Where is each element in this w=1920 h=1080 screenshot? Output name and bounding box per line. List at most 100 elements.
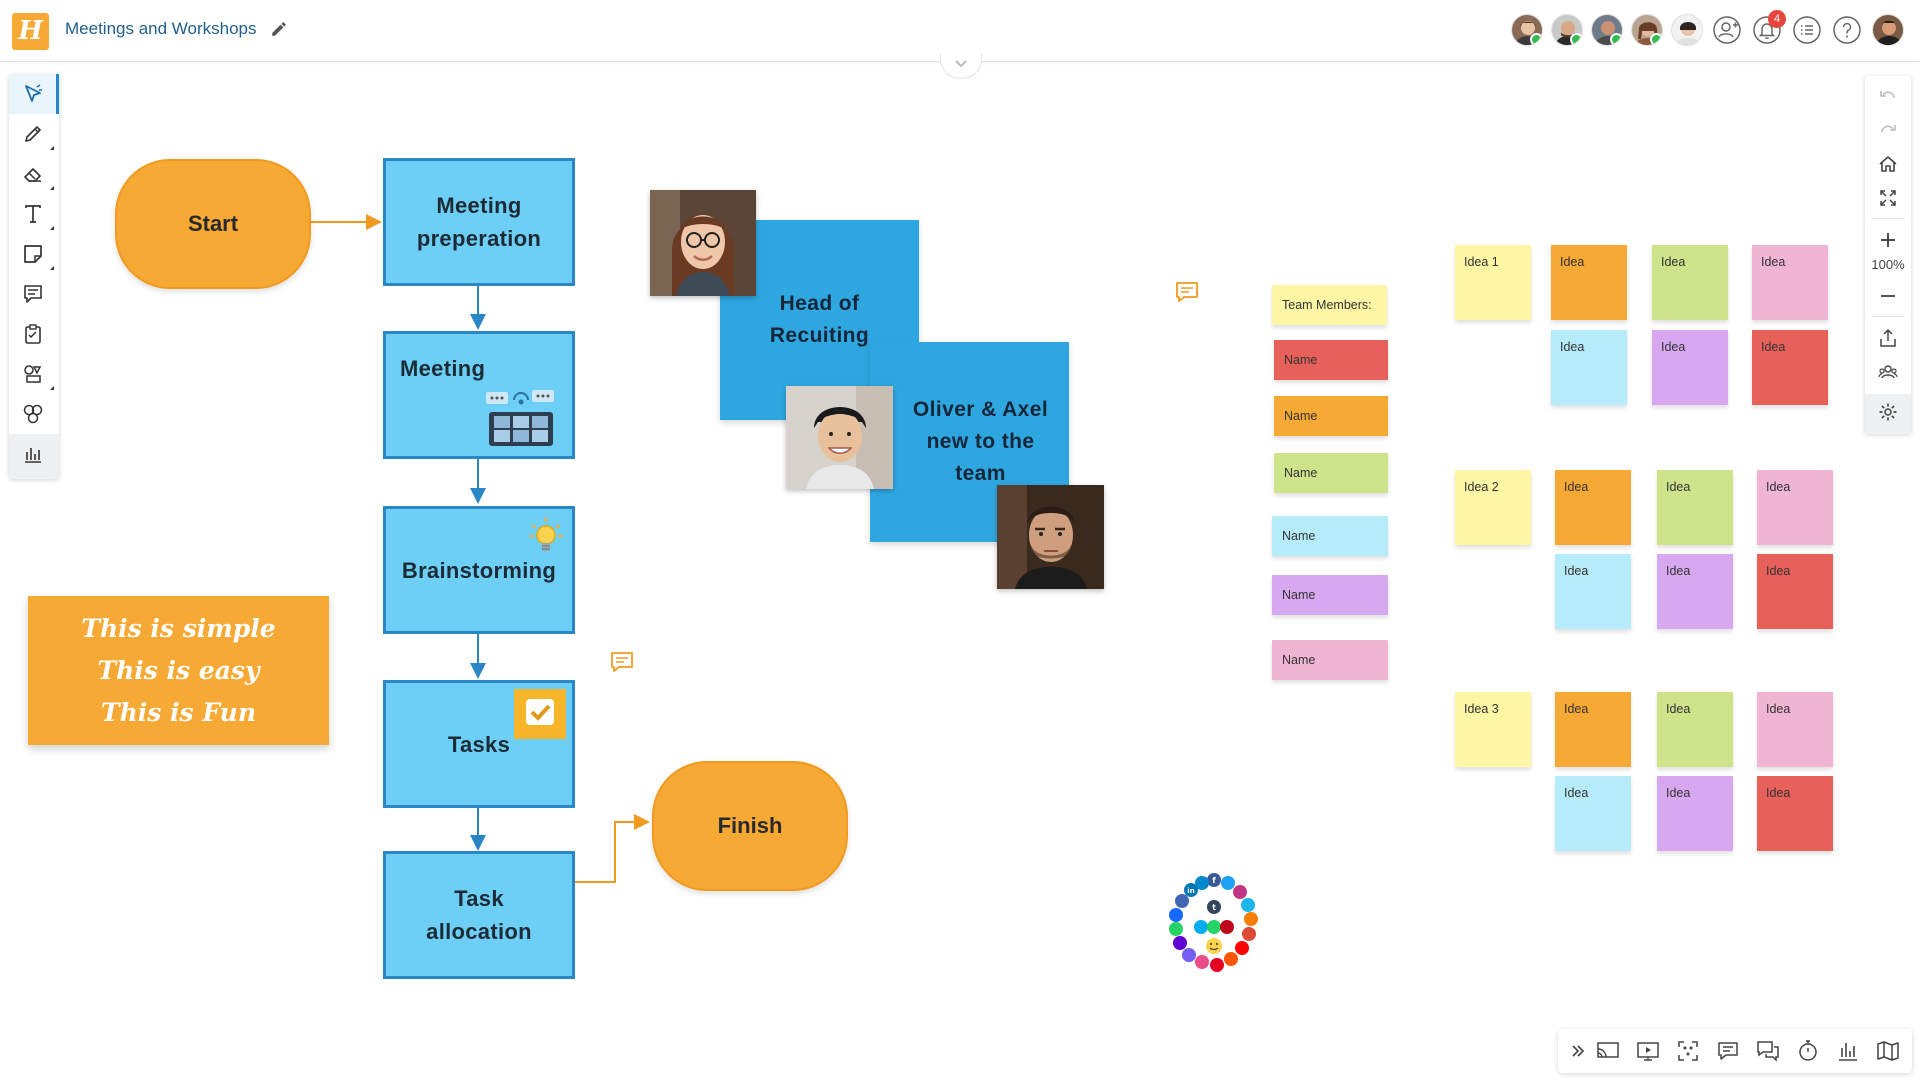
name-note[interactable]: Name [1274, 340, 1388, 380]
current-user-avatar[interactable] [1872, 14, 1904, 46]
name-note[interactable]: Name [1272, 575, 1388, 615]
sticky-note-tool[interactable] [9, 234, 59, 274]
name-note[interactable]: Name [1274, 396, 1388, 436]
lightbulb-icon [529, 517, 563, 551]
flow-finish[interactable]: Finish [652, 761, 848, 891]
avatar[interactable] [1591, 14, 1623, 46]
idea-note[interactable]: Idea [1652, 330, 1728, 405]
idea-note[interactable]: Idea [1657, 692, 1733, 767]
zoom-level[interactable]: 100% [1871, 257, 1905, 272]
map-icon[interactable] [1876, 1039, 1900, 1063]
idea-note[interactable]: Idea [1657, 554, 1733, 629]
expand-icon[interactable] [1566, 1039, 1590, 1063]
idea-note[interactable]: Idea [1752, 245, 1828, 320]
text-tool[interactable] [9, 194, 59, 234]
select-icon [25, 84, 42, 102]
card-text: Recuiting [769, 324, 870, 347]
collapse-header-tab[interactable] [940, 54, 982, 79]
idea-note[interactable]: Idea [1555, 692, 1631, 767]
eraser-tool[interactable] [9, 154, 59, 194]
team-members-header-note[interactable]: Team Members: [1272, 285, 1387, 325]
pen-tool[interactable] [9, 114, 59, 154]
idea-note[interactable]: Idea [1757, 470, 1833, 545]
zoom-in-button[interactable] [1865, 222, 1911, 256]
idea-note[interactable]: Idea [1657, 470, 1733, 545]
poll-icon[interactable] [1836, 1039, 1860, 1063]
notification-badge: 4 [1768, 10, 1786, 28]
idea-note[interactable]: Idea 3 [1455, 692, 1531, 767]
name-note[interactable]: Name [1272, 516, 1388, 556]
avatar[interactable] [1631, 14, 1663, 46]
idea-note[interactable]: Idea [1757, 554, 1833, 629]
flow-start[interactable]: Start [115, 159, 311, 289]
right-toolbar: 100% [1865, 76, 1911, 434]
avatar[interactable] [1671, 14, 1703, 46]
template-tool[interactable] [9, 314, 59, 354]
idea-note[interactable]: Idea [1551, 245, 1627, 320]
pen-icon [25, 126, 41, 142]
avatar[interactable] [1551, 14, 1583, 46]
fit-screen-button[interactable] [1865, 180, 1911, 214]
flow-step-meeting[interactable]: Meeting [383, 331, 575, 459]
flow-step-task-allocation[interactable]: Task allocation [383, 851, 575, 979]
idea-note[interactable]: Idea 2 [1455, 470, 1531, 545]
idea-note[interactable]: Idea [1652, 245, 1728, 320]
idea-note[interactable]: Idea [1657, 776, 1733, 851]
man-serious-portrait-photo[interactable] [997, 485, 1104, 589]
avatar[interactable] [1511, 14, 1543, 46]
task-list-icon[interactable] [1792, 15, 1822, 45]
comment-marker-icon[interactable] [610, 650, 634, 674]
export-button[interactable] [1865, 320, 1911, 354]
video-meeting-clipart-icon [486, 390, 554, 446]
idea-note[interactable]: Idea [1551, 330, 1627, 405]
app-logo[interactable]: H [12, 13, 49, 50]
settings-button[interactable] [1865, 394, 1911, 434]
name-note[interactable]: Name [1274, 453, 1388, 493]
comments-icon[interactable] [1716, 1039, 1740, 1063]
left-toolbar [9, 74, 59, 479]
idea-note[interactable]: Idea [1757, 776, 1833, 851]
help-icon[interactable] [1832, 15, 1862, 45]
svg-text:f: f [1212, 876, 1216, 885]
clipart-tool[interactable] [9, 394, 59, 434]
screen-share-icon[interactable] [1596, 1039, 1620, 1063]
flow-step-tasks[interactable]: Tasks [383, 680, 575, 808]
scan-icon[interactable] [1676, 1039, 1700, 1063]
man-smiling-portrait-photo[interactable] [786, 386, 893, 489]
quote-card[interactable]: This is simple This is easy This is Fun [28, 596, 329, 745]
chat-icon[interactable] [1756, 1039, 1780, 1063]
woman-portrait-photo[interactable] [650, 190, 756, 296]
home-button[interactable] [1865, 146, 1911, 180]
edit-title-pencil-icon[interactable] [270, 20, 288, 38]
idea-note[interactable]: Idea [1555, 776, 1631, 851]
chart-tool[interactable] [9, 434, 59, 479]
idea-note[interactable]: Idea 1 [1455, 245, 1531, 320]
idea-note[interactable]: Idea [1555, 470, 1631, 545]
social-media-icons-circle[interactable]: f in t [1156, 872, 1272, 984]
undo-button[interactable] [1865, 78, 1911, 112]
zoom-out-button[interactable] [1865, 278, 1911, 312]
add-user-icon[interactable] [1712, 15, 1742, 45]
shapes-tool[interactable] [9, 354, 59, 394]
board-title[interactable]: Meetings and Workshops [65, 19, 257, 38]
idea-note[interactable]: Idea [1757, 692, 1833, 767]
users-button[interactable] [1865, 354, 1911, 388]
sticky-note-icon [24, 245, 42, 263]
redo-button[interactable] [1865, 112, 1911, 146]
timer-icon[interactable] [1796, 1039, 1820, 1063]
users-icon [1878, 365, 1898, 379]
zoom-in-icon [1881, 233, 1895, 247]
undo-icon [1880, 91, 1895, 99]
presentation-icon[interactable] [1636, 1039, 1660, 1063]
idea-note[interactable]: Idea [1555, 554, 1631, 629]
card-text: Head of [779, 292, 860, 315]
flow-step-meeting-preparation[interactable]: Meeting preperation [383, 158, 575, 286]
social-icon: f in t [1169, 873, 1258, 972]
select-tool[interactable] [9, 74, 59, 114]
flow-step-brainstorming[interactable]: Brainstorming [383, 506, 575, 634]
name-note[interactable]: Name [1272, 640, 1388, 680]
comment-marker-icon[interactable] [1175, 280, 1199, 304]
idea-note[interactable]: Idea [1752, 330, 1828, 405]
fit-screen-icon [1880, 190, 1896, 206]
comment-tool[interactable] [9, 274, 59, 314]
